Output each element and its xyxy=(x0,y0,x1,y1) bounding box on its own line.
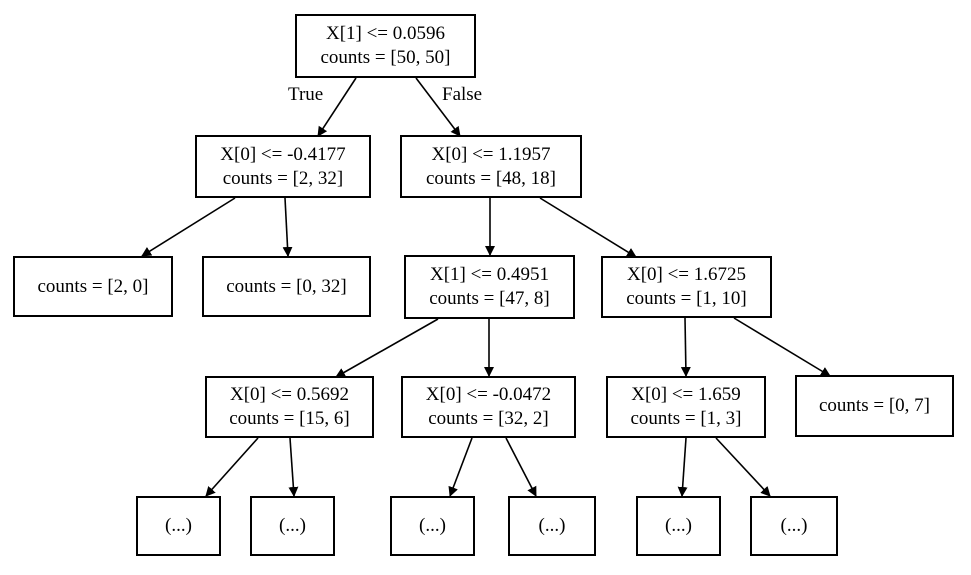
edge-n2-n6 xyxy=(539,197,637,258)
tree-leaf-truncated-14: (...) xyxy=(508,496,596,556)
edge-n5-n7 xyxy=(335,318,439,378)
node-counts: counts = [1, 10] xyxy=(626,288,747,309)
truncated-subtree: (...) xyxy=(665,515,692,536)
edge-n8-n13 xyxy=(448,437,473,497)
tree-leaf-3: counts = [2, 0] xyxy=(13,256,173,317)
node-split: X[0] <= -0.4177 xyxy=(220,143,346,165)
node-split: X[0] <= 1.659 xyxy=(631,384,741,405)
node-counts: counts = [32, 2] xyxy=(428,408,549,429)
tree-node-split-5: X[1] <= 0.4951 counts = [47, 8] xyxy=(404,255,575,319)
tree-leaf-truncated-15: (...) xyxy=(636,496,721,556)
tree-node-root: X[1] <= 0.0596 counts = [50, 50] xyxy=(295,14,476,78)
truncated-subtree: (...) xyxy=(165,515,192,536)
edge-root-n2 xyxy=(415,77,461,137)
truncated-subtree: (...) xyxy=(538,515,566,536)
node-counts: counts = [1, 3] xyxy=(630,408,742,429)
edge-root-n1 xyxy=(317,77,357,137)
edge-n7-n12 xyxy=(288,437,299,497)
truncated-subtree: (...) xyxy=(780,515,808,536)
tree-node-split-9: X[0] <= 1.659 counts = [1, 3] xyxy=(606,376,766,438)
tree-leaf-truncated-16: (...) xyxy=(750,496,838,556)
tree-leaf-4: counts = [0, 32] xyxy=(202,256,371,317)
tree-leaf-truncated-13: (...) xyxy=(390,496,475,556)
tree-node-split-6: X[0] <= 1.6725 counts = [1, 10] xyxy=(601,256,772,318)
edge-n7-n11 xyxy=(205,437,259,497)
edge-n8-n14 xyxy=(505,437,537,497)
node-split: X[1] <= 0.4951 xyxy=(429,264,550,285)
tree-node-split-7: X[0] <= 0.5692 counts = [15, 6] xyxy=(205,376,374,438)
truncated-subtree: (...) xyxy=(419,515,446,536)
edge-n6-n9 xyxy=(680,317,691,377)
edge-n1-n3 xyxy=(141,197,236,257)
node-counts: counts = [2, 32] xyxy=(222,167,344,189)
tree-node-split-1: X[0] <= -0.4177 counts = [2, 32] xyxy=(195,135,371,198)
tree-leaf-truncated-12: (...) xyxy=(250,496,335,556)
tree-leaf-truncated-11: (...) xyxy=(136,496,221,556)
node-counts: counts = [2, 0] xyxy=(37,275,149,297)
node-counts: counts = [48, 18] xyxy=(426,167,556,189)
tree-node-split-2: X[0] <= 1.1957 counts = [48, 18] xyxy=(400,135,582,198)
edge-n1-n4 xyxy=(282,197,293,257)
node-split: X[1] <= 0.0596 xyxy=(325,23,446,44)
edge-n9-n16 xyxy=(715,437,771,497)
truncated-subtree: (...) xyxy=(279,515,306,536)
edge-label-true: True xyxy=(288,84,324,105)
edge-n9-n15 xyxy=(677,437,688,497)
node-split: X[0] <= 0.5692 xyxy=(229,384,350,405)
node-counts: counts = [0, 7] xyxy=(819,395,930,416)
node-counts: counts = [47, 8] xyxy=(429,288,550,309)
node-counts: counts = [15, 6] xyxy=(229,408,350,429)
node-split: X[0] <= 1.1957 xyxy=(431,143,551,165)
node-counts: counts = [50, 50] xyxy=(320,47,451,68)
edge-label-false: False xyxy=(442,84,483,105)
edge-n6-n10 xyxy=(733,317,831,377)
tree-leaf-10: counts = [0, 7] xyxy=(795,375,954,437)
tree-node-split-8: X[0] <= -0.0472 counts = [32, 2] xyxy=(401,376,576,438)
node-split: X[0] <= -0.0472 xyxy=(425,384,552,405)
node-split: X[0] <= 1.6725 xyxy=(626,264,747,285)
node-counts: counts = [0, 32] xyxy=(226,275,347,297)
